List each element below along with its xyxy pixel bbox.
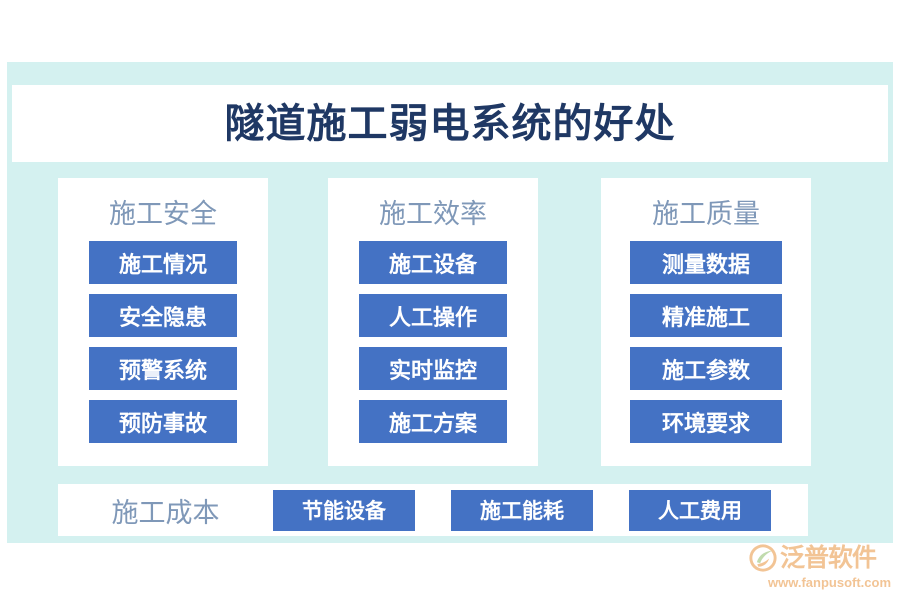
chip-item[interactable]: 环境要求: [630, 400, 782, 443]
chip-item[interactable]: 施工能耗: [451, 489, 593, 531]
title-bar: 隧道施工弱电系统的好处: [12, 85, 888, 162]
chip-item[interactable]: 精准施工: [630, 294, 782, 337]
chip-item[interactable]: 施工设备: [359, 241, 507, 284]
column-card-3: 施工质量 测量数据 精准施工 施工参数 环境要求: [601, 178, 811, 466]
chip-item[interactable]: 人工费用: [629, 489, 771, 531]
page-title: 隧道施工弱电系统的好处: [224, 100, 676, 146]
chip-item[interactable]: 安全隐患: [89, 294, 237, 337]
chip-item[interactable]: 施工情况: [89, 241, 237, 284]
chip-item[interactable]: 施工参数: [630, 347, 782, 390]
chip-item[interactable]: 施工方案: [359, 400, 507, 443]
column-header-1: 施工安全: [109, 199, 217, 229]
column-card-2: 施工效率 施工设备 人工操作 实时监控 施工方案: [328, 178, 538, 466]
bottom-row-label: 施工成本: [111, 497, 220, 528]
chip-item[interactable]: 节能设备: [273, 489, 415, 531]
logo-name: 泛普软件: [780, 544, 877, 572]
bottom-row: 施工成本 节能设备 施工能耗 人工费用: [58, 484, 808, 536]
chip-item[interactable]: 测量数据: [630, 241, 782, 284]
column-card-1: 施工安全 施工情况 安全隐患 预警系统 预防事故: [58, 178, 268, 466]
column-header-3: 施工质量: [652, 199, 760, 229]
logo-url: www.fanpusoft.com: [768, 575, 892, 590]
logo-row: 泛普软件: [748, 542, 896, 574]
watermark-logo: 泛普软件 www.fanpusoft.com: [748, 542, 896, 594]
column-header-2: 施工效率: [379, 199, 487, 229]
chip-item[interactable]: 人工操作: [359, 294, 507, 337]
chip-item[interactable]: 实时监控: [359, 347, 507, 390]
chip-item[interactable]: 预警系统: [89, 347, 237, 390]
columns-container: 施工安全 施工情况 安全隐患 预警系统 预防事故 施工效率 施工设备 人工操作 …: [58, 178, 811, 466]
chip-item[interactable]: 预防事故: [89, 400, 237, 443]
fanpu-swoosh-icon: [748, 543, 778, 573]
